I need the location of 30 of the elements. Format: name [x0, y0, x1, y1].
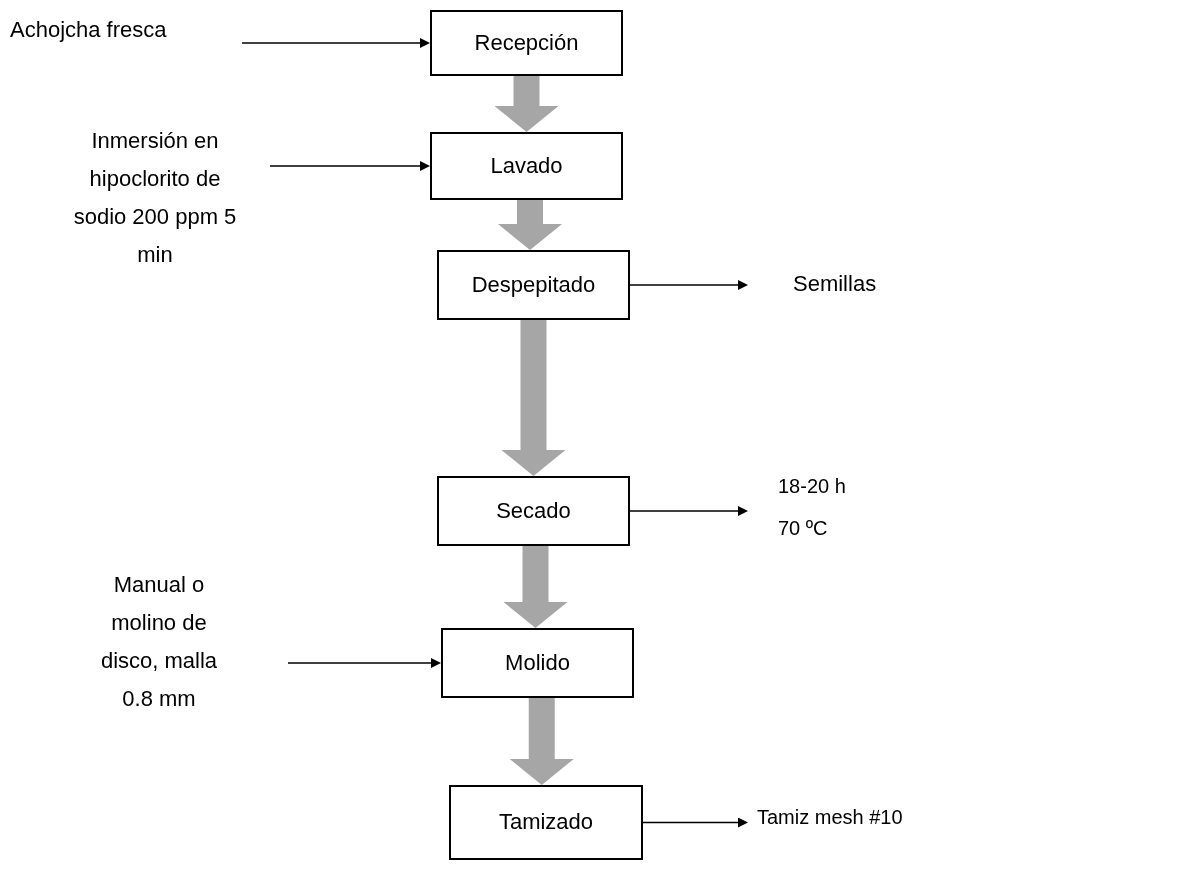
- process-box: [437, 250, 630, 320]
- process-box: [449, 785, 643, 860]
- arrow: [629, 506, 748, 516]
- arrow: [241, 38, 430, 48]
- arrow: [269, 161, 430, 171]
- annotation-text: Manual o molino de disco, malla 0.8 mm: [99, 571, 219, 713]
- annotation-text: Achojcha fresca: [10, 16, 167, 44]
- arrow: [287, 658, 441, 668]
- block-arrow: [498, 200, 562, 250]
- block-arrow: [501, 320, 566, 476]
- process-box: [430, 10, 623, 76]
- annotation-text: Inmersión en hipoclorito de sodio 200 ppm 5 min: [72, 127, 238, 269]
- block-arrow: [494, 76, 559, 132]
- block-arrow: [503, 546, 568, 628]
- step-label: Tamizado: [498, 809, 594, 836]
- step-label: Molido: [505, 649, 570, 677]
- step-label: Despepitado: [471, 271, 596, 299]
- step-label: Secado: [496, 497, 571, 525]
- step-label: Lavado: [490, 152, 563, 180]
- annotation-text: Semillas: [793, 270, 877, 298]
- annotation-text: 70 ºC: [778, 516, 828, 540]
- annotation-text: Tamiz mesh #10: [757, 805, 903, 829]
- arrow: [642, 817, 748, 828]
- process-box: [441, 628, 634, 698]
- annotation-text: 18-20 h: [778, 474, 846, 498]
- step-label: Recepción: [474, 29, 579, 57]
- process-box: [430, 132, 623, 200]
- arrow: [629, 280, 748, 290]
- process-box: [437, 476, 630, 546]
- block-arrow: [509, 698, 574, 785]
